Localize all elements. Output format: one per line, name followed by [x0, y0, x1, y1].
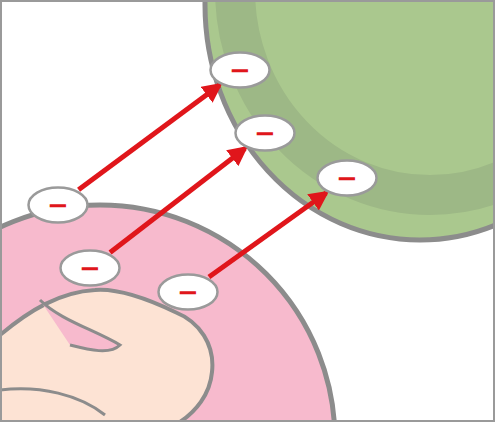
green-shade	[235, 0, 495, 195]
charge-sign: −	[47, 192, 69, 218]
charge-sign: −	[177, 279, 199, 305]
hair-strand	[0, 389, 105, 415]
charge-sign: −	[79, 255, 101, 281]
electron: −	[59, 249, 121, 287]
electron: −	[316, 159, 378, 197]
transfer-arrow	[79, 85, 220, 190]
pink-hair	[0, 205, 335, 422]
hair-strand	[40, 300, 120, 351]
charge-sign: −	[229, 57, 251, 83]
electron: −	[157, 273, 219, 311]
green-outline	[205, 0, 495, 240]
transfer-arrow	[110, 148, 245, 252]
charge-sign: −	[336, 165, 358, 191]
green-sphere	[205, 0, 495, 240]
transfer-arrow	[209, 193, 326, 277]
electron: −	[27, 186, 89, 224]
electron: −	[209, 51, 271, 89]
electron: −	[234, 114, 296, 152]
charge-sign: −	[254, 120, 276, 146]
